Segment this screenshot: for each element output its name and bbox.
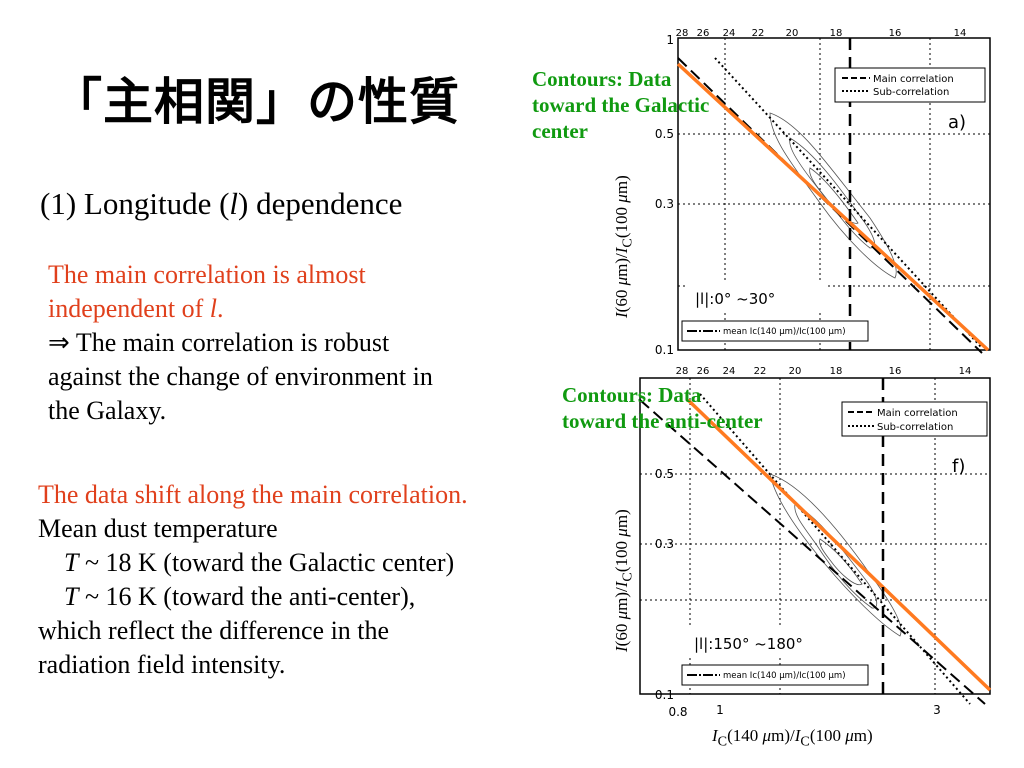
tick-label: 26	[697, 366, 710, 377]
text-line: the Galaxy.	[48, 396, 167, 425]
tick-label: 0.5	[655, 467, 674, 481]
legend-main: Main correlation	[873, 74, 954, 85]
tick-label: 16	[889, 366, 902, 377]
text-block-data-shift: The data shift along the main correlatio…	[38, 478, 468, 682]
text-block-main-correlation: The main correlation is almost independe…	[48, 258, 433, 428]
x-axis-label: IC(140 μm)/IC(100 μm)	[712, 726, 873, 750]
orange-fit-line	[686, 398, 992, 692]
bottom-legend: mean Ic(140 μm)/Ic(100 μm)	[681, 664, 869, 686]
tick-label: 22	[754, 366, 767, 377]
tick-label: 20	[789, 366, 802, 377]
main-correlation-line	[677, 57, 983, 354]
text-line: Mean dust temperature	[38, 514, 278, 543]
tick-label: 0.1	[655, 343, 674, 357]
legend-sub: Sub-correlation	[873, 87, 949, 98]
tick-label: 28	[676, 366, 689, 377]
legend-main: Main correlation	[877, 408, 958, 419]
panel-label: f)	[952, 456, 965, 477]
bottom-legend: mean Ic(140 μm)/Ic(100 μm)	[681, 320, 869, 342]
top-temperature-axis: 28 26 24 22 20 18 16 14	[676, 28, 967, 39]
text-line: ⇒ The main correlation is robust	[48, 328, 390, 357]
tick-label: 14	[954, 28, 967, 39]
tick-label: 20	[786, 28, 799, 39]
tick-label: 18	[830, 28, 843, 39]
tick-label: 0.3	[655, 197, 674, 211]
tick-label: 18	[830, 366, 843, 377]
tick-label: 0.3	[655, 537, 674, 551]
plot-grid	[640, 378, 990, 694]
section-var: l	[229, 186, 239, 221]
tick-label: 0.1	[655, 688, 674, 702]
section-number: (1)	[40, 186, 77, 221]
text-line: T ~ 18 K (toward the Galactic center)	[64, 548, 455, 577]
sub-correlation-line	[699, 393, 971, 705]
tick-label: 3	[933, 703, 941, 717]
legend-box: Main correlation Sub-correlation	[834, 67, 986, 103]
y-axis-ticks: 1 0.5 0.3 0.1	[655, 33, 674, 357]
tick-label: 16	[889, 28, 902, 39]
annotation-anti-center: Contours: Data toward the anti-center	[562, 383, 763, 433]
section-prefix: Longitude (	[83, 186, 230, 221]
tick-label: 28	[676, 28, 689, 39]
text-line: which reflect the difference in the	[38, 616, 390, 645]
y-axis-label-top: I(60 μm)/IC(100 μm)	[612, 175, 636, 318]
legend-sub: Sub-correlation	[877, 422, 953, 433]
range-label-bg	[688, 626, 838, 656]
panel-label: a)	[948, 112, 966, 133]
tick-label: 0.5	[655, 127, 674, 141]
main-correlation-line	[639, 399, 986, 705]
tick-label: 22	[752, 28, 765, 39]
text-line: against the change of environment in	[48, 362, 433, 391]
sub-correlation-line	[714, 57, 983, 349]
plot-galactic-center: 28 26 24 22 20 18 16 14 1 0.5 0.3 0.1 Ma…	[655, 28, 991, 357]
tick-label: 26	[697, 28, 710, 39]
text-line: The data shift along the main correlatio…	[38, 480, 468, 509]
tick-label: 14	[959, 366, 972, 377]
text-line: independent of l.	[48, 294, 224, 323]
plot-anti-center: 28 26 24 22 20 18 16 14 0.5 0.3 0.1 0.8 …	[639, 366, 992, 719]
text-line: T ~ 16 K (toward the anti-center),	[64, 582, 416, 611]
x-axis-ticks: 0.8 1 3	[668, 703, 940, 719]
y-axis-label-bottom: I(60 μm)/IC(100 μm)	[612, 509, 636, 652]
tick-label: 24	[723, 366, 736, 377]
section-heading: (1) Longitude (l) dependence	[40, 186, 402, 222]
tick-label: 24	[723, 28, 736, 39]
bottom-legend-text: mean Ic(140 μm)/Ic(100 μm)	[723, 671, 846, 681]
top-temperature-axis: 28 26 24 22 20 18 16 14	[676, 366, 972, 377]
range-label-bg	[688, 280, 828, 310]
legend-box: Main correlation Sub-correlation	[841, 401, 988, 437]
plot-frame	[639, 377, 991, 695]
annotation-galactic-center: Contours: Data toward the Galactic cente…	[532, 67, 710, 143]
section-suffix: ) dependence	[238, 186, 403, 221]
page-title: 「主相関」の性質	[52, 73, 460, 131]
orange-fit-line	[676, 62, 990, 352]
bottom-legend-text: mean Ic(140 μm)/Ic(100 μm)	[723, 327, 846, 337]
text-line: The main correlation is almost	[48, 260, 366, 289]
text-line: radiation field intensity.	[38, 650, 286, 679]
range-label: |l|:150° ~180°	[694, 635, 803, 653]
range-label: |l|:0° ~30°	[695, 290, 775, 308]
tick-label: 1	[716, 703, 724, 717]
data-contours	[769, 112, 897, 279]
tick-label: 0.8	[668, 705, 687, 719]
y-axis-ticks: 0.5 0.3 0.1	[655, 467, 674, 702]
tick-label: 1	[666, 33, 674, 47]
plot-frame	[677, 37, 991, 351]
